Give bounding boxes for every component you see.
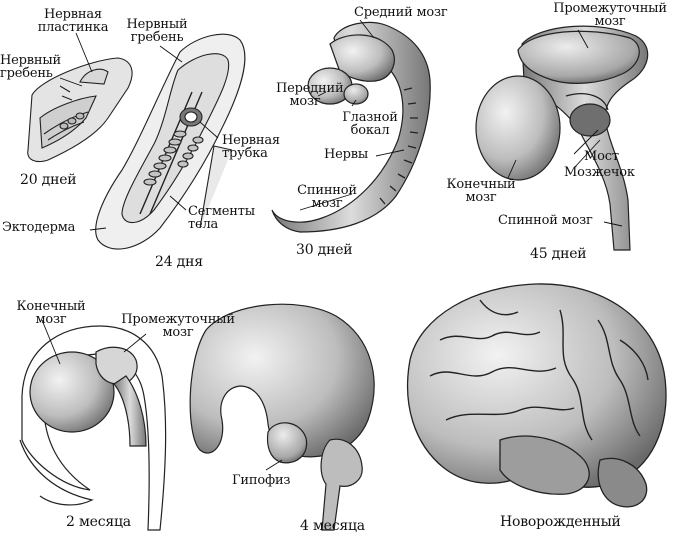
label-telencephalon-2m: Конечный мозг — [16, 299, 86, 327]
leader-lines — [41, 19, 623, 471]
label-neural-tube: Нервная трубка — [222, 133, 280, 161]
caption-4-months: 4 месяца — [300, 518, 365, 534]
caption-24-days: 24 дня — [155, 254, 203, 270]
label-nerves: Нервы — [324, 147, 369, 162]
label-forebrain: Передний мозг — [276, 81, 344, 109]
embryo-30-days — [271, 21, 431, 233]
caption-newborn: Новорожденный — [500, 514, 621, 530]
label-pituitary: Гипофиз — [232, 473, 291, 488]
label-neural-crest-20: Нервный гребень — [0, 53, 61, 81]
caption-30-days: 30 дней — [296, 242, 353, 258]
label-diencephalon-45: Промежуточный мозг — [553, 1, 667, 29]
embryo-20-days — [27, 57, 133, 163]
label-cerebellum: Мозжечок — [564, 165, 635, 180]
caption-20-days: 20 дней — [20, 172, 77, 188]
embryo-45-days — [475, 25, 649, 251]
label-telencephalon-45: Конечный мозг — [446, 177, 516, 205]
fetus-4-months — [189, 303, 375, 531]
caption-45-days: 45 дней — [530, 246, 587, 262]
label-diencephalon-2m: Промежуточный мозг — [121, 312, 235, 340]
label-body-segments: Сегменты тела — [188, 204, 255, 232]
label-optic-cup: Глазной бокал — [342, 110, 398, 138]
label-spinal-cord-30: Спинной мозг — [297, 183, 357, 211]
label-spinal-cord-45: Спинной мозг — [498, 213, 593, 228]
label-neural-plate: Нервная пластинка — [37, 7, 109, 35]
embryo-2-months — [19, 325, 167, 531]
label-ectoderm: Эктодерма — [2, 220, 76, 235]
label-pons: Мост — [584, 149, 619, 164]
label-neural-crest-24: Нервный гребень — [126, 17, 188, 45]
embryo-24-days — [95, 33, 246, 250]
newborn-brain — [407, 283, 667, 508]
label-midbrain: Средний мозг — [354, 5, 448, 20]
caption-2-months: 2 месяца — [66, 514, 131, 530]
